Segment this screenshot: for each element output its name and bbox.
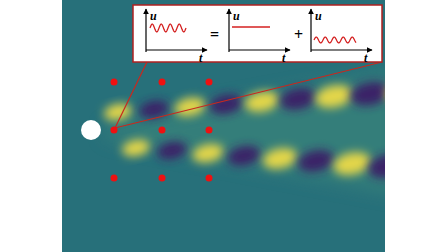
axis-label: t	[364, 52, 367, 64]
vortex-blob	[331, 149, 373, 178]
vortex-blob	[348, 79, 385, 109]
axis	[310, 9, 311, 52]
leader-line	[115, 62, 382, 128]
operator-symbol: +	[294, 27, 303, 43]
mean-line	[232, 26, 270, 27]
axis-label: u	[233, 10, 240, 22]
probe-point	[111, 79, 118, 86]
vortex-blob	[366, 151, 385, 181]
axis-label: t	[199, 52, 202, 64]
leader-line	[115, 62, 147, 128]
vortex-blob	[103, 101, 134, 122]
vortex-blob	[156, 139, 189, 162]
vortex-blob	[138, 98, 171, 121]
vortex-blob	[296, 147, 336, 175]
probe-point	[206, 175, 213, 182]
probe-point	[111, 127, 118, 134]
vortex-blob	[313, 82, 355, 111]
vortex-blob	[383, 75, 385, 107]
vortex-blob	[226, 143, 262, 168]
axis	[311, 49, 372, 50]
probe-point	[111, 175, 118, 182]
probe-point	[159, 79, 166, 86]
fluctuation-curve	[314, 37, 356, 43]
vortex-blob	[121, 137, 152, 158]
vortex-street	[103, 70, 385, 195]
vortex-blob	[278, 85, 318, 113]
axis	[228, 9, 229, 52]
axis	[229, 49, 290, 50]
wake-region	[105, 70, 385, 195]
axis	[145, 9, 146, 52]
axis-label: t	[282, 52, 285, 64]
vortex-blob	[191, 141, 225, 165]
axis	[146, 49, 207, 50]
axis-label: u	[150, 10, 157, 22]
probe-point	[159, 175, 166, 182]
probe-point	[159, 127, 166, 134]
vortex-blob	[243, 88, 281, 115]
inset-box	[133, 5, 382, 62]
probe-point	[206, 79, 213, 86]
axis-label: u	[315, 10, 322, 22]
operator-symbol: =	[210, 27, 219, 43]
signal-curve	[150, 24, 186, 32]
cylinder	[81, 120, 101, 140]
probe-point	[206, 127, 213, 134]
vortex-blob	[261, 145, 299, 172]
